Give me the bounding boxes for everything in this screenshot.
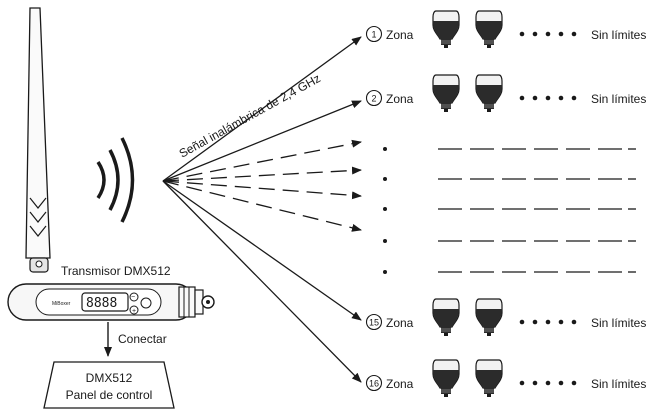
bulb-icon	[432, 10, 460, 49]
dmx-transmitter	[7, 283, 215, 321]
zone-number: 2	[371, 94, 376, 104]
zone-limit-text: Sin límites	[591, 316, 646, 330]
signal-arrow-zone-2	[162, 100, 362, 182]
control-panel	[43, 361, 175, 409]
zone-label: Zona	[386, 92, 414, 106]
zone-row: 15 Zona Sin límites	[365, 298, 646, 337]
zone-number-badge	[365, 374, 383, 392]
zone-limit-text: Sin límites	[591, 92, 646, 106]
bulb-icon	[475, 298, 503, 337]
transmitter-display: 8888	[86, 296, 117, 311]
more-dots	[519, 319, 577, 325]
zone-limit-text: Sin límites	[591, 377, 646, 391]
intermediate-zone-dots	[383, 147, 387, 274]
zone-number-badge	[365, 89, 383, 107]
minus-button-icon: −	[131, 294, 135, 301]
transmitter-brand: MiBoxer	[52, 301, 71, 307]
zone-label: Zona	[386, 28, 414, 42]
bulb-icon	[432, 74, 460, 113]
intermediate-zone-placeholders	[438, 148, 636, 273]
connect-label: Conectar	[118, 332, 167, 346]
zone-number-badge	[365, 313, 383, 331]
bulb-icon	[432, 359, 460, 398]
zone-number: 1	[371, 30, 376, 40]
signal-arrow-zone-1	[162, 36, 362, 182]
zone-label: Zona	[386, 316, 414, 330]
zone-number: 15	[369, 318, 379, 328]
more-dots	[519, 380, 577, 386]
zone-number: 16	[369, 379, 379, 389]
signal-arrow-zone-15	[162, 180, 362, 321]
signal-waves-icon	[96, 137, 135, 223]
bulb-icon	[475, 359, 503, 398]
zone-label: Zona	[386, 377, 414, 391]
dashed-arrows	[162, 139, 362, 232]
panel-title: DMX512	[86, 371, 133, 385]
plus-button-icon: +	[132, 308, 136, 315]
more-dots	[519, 95, 577, 101]
bulb-icon	[432, 298, 460, 337]
transmitter-label: Transmisor DMX512	[61, 264, 171, 278]
zone-limit-text: Sin límites	[591, 28, 646, 42]
zone-number-badge	[365, 25, 383, 43]
more-dots	[519, 31, 577, 37]
zone-row: 1 Zona Sin límites	[365, 10, 646, 49]
antenna-icon	[25, 7, 51, 273]
panel-subtitle: Panel de control	[66, 388, 153, 402]
signal-label: Señal inalámbrica de 2,4 GHz	[177, 71, 323, 161]
bulb-icon	[475, 74, 503, 113]
bulb-icon	[475, 10, 503, 49]
signal-arrow-zone-16	[162, 180, 362, 383]
zone-row: 2 Zona Sin límites	[365, 74, 646, 113]
zone-row: 16 Zona Sin límites	[365, 359, 646, 398]
